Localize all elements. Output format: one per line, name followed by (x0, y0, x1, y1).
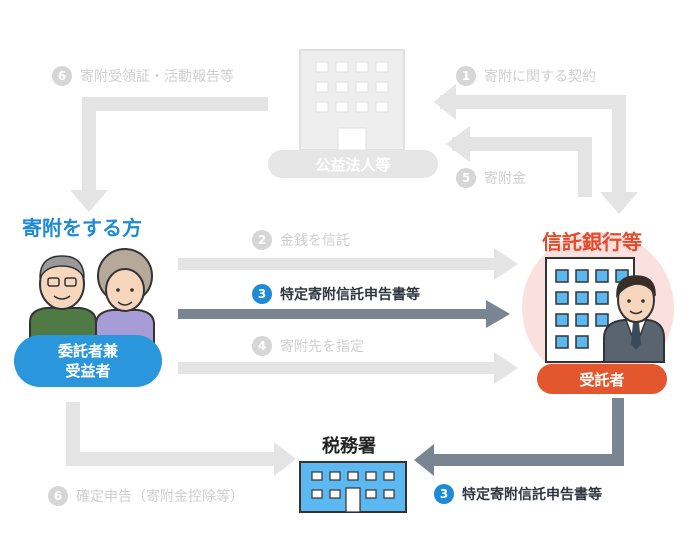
step-2-money-trust-label: 2 金銭を信託 (252, 230, 350, 250)
step-text: 特定寄附信託申告書等 (462, 487, 602, 503)
donor-heading: 寄附をする方 (22, 216, 142, 240)
step-number-badge: 6 (48, 486, 68, 506)
step-5-donation-label: 5 寄附金 (456, 168, 526, 188)
arrow-activity-report (70, 97, 268, 212)
step-text: 金銭を信託 (280, 233, 350, 249)
step-number-badge: 6 (52, 66, 72, 86)
step-number-badge: 3 (434, 484, 454, 504)
step-3-declaration-label: 3 特定寄附信託申告書等 (252, 284, 420, 304)
step-text: 特定寄附信託申告書等 (280, 287, 420, 303)
tax-office-heading: 税務署 (322, 436, 376, 457)
arrow-declaration-to-bank (178, 300, 510, 328)
public-corp-label: 公益法人等 (268, 150, 438, 178)
donor-couple-illustration (29, 248, 155, 345)
step-number-badge: 3 (252, 284, 272, 304)
trustee-role-badge: 受託者 (537, 364, 667, 394)
bank-heading: 信託銀行等 (542, 230, 642, 254)
arrow-designate (178, 352, 518, 384)
step-number-badge: 1 (456, 66, 476, 86)
step-text: 寄附先を指定 (280, 339, 364, 355)
arrow-contract (434, 84, 638, 214)
tax-office-building (299, 461, 407, 513)
step-number-badge: 5 (456, 168, 476, 188)
step-number-badge: 2 (252, 230, 272, 250)
step-text: 寄附に関する契約 (484, 69, 596, 85)
step-text: 寄附金 (484, 171, 526, 187)
bank-illustration (522, 232, 674, 384)
step-text: 寄附受領証・活動報告等 (80, 69, 234, 85)
donor-role-badge: 委託者兼 受益者 (14, 335, 162, 387)
step-6-tax-return-label: 6 確定申告（寄附金控除等） (48, 486, 244, 506)
step-4-designate-label: 4 寄附先を指定 (252, 336, 364, 356)
step-text: 確定申告（寄附金控除等） (76, 489, 244, 505)
arrow-tax-return (66, 402, 296, 476)
step-number-badge: 4 (252, 336, 272, 356)
arrow-donation (446, 126, 592, 197)
step-3-declaration-to-tax-label: 3 特定寄附信託申告書等 (434, 484, 602, 504)
step-6-activity-report-label: 6 寄附受領証・活動報告等 (52, 66, 234, 86)
arrow-declaration-to-tax (414, 398, 624, 476)
step-1-contract-label: 1 寄附に関する契約 (456, 66, 596, 86)
arrow-money-trust (178, 248, 518, 280)
public-corp-building (299, 49, 405, 151)
